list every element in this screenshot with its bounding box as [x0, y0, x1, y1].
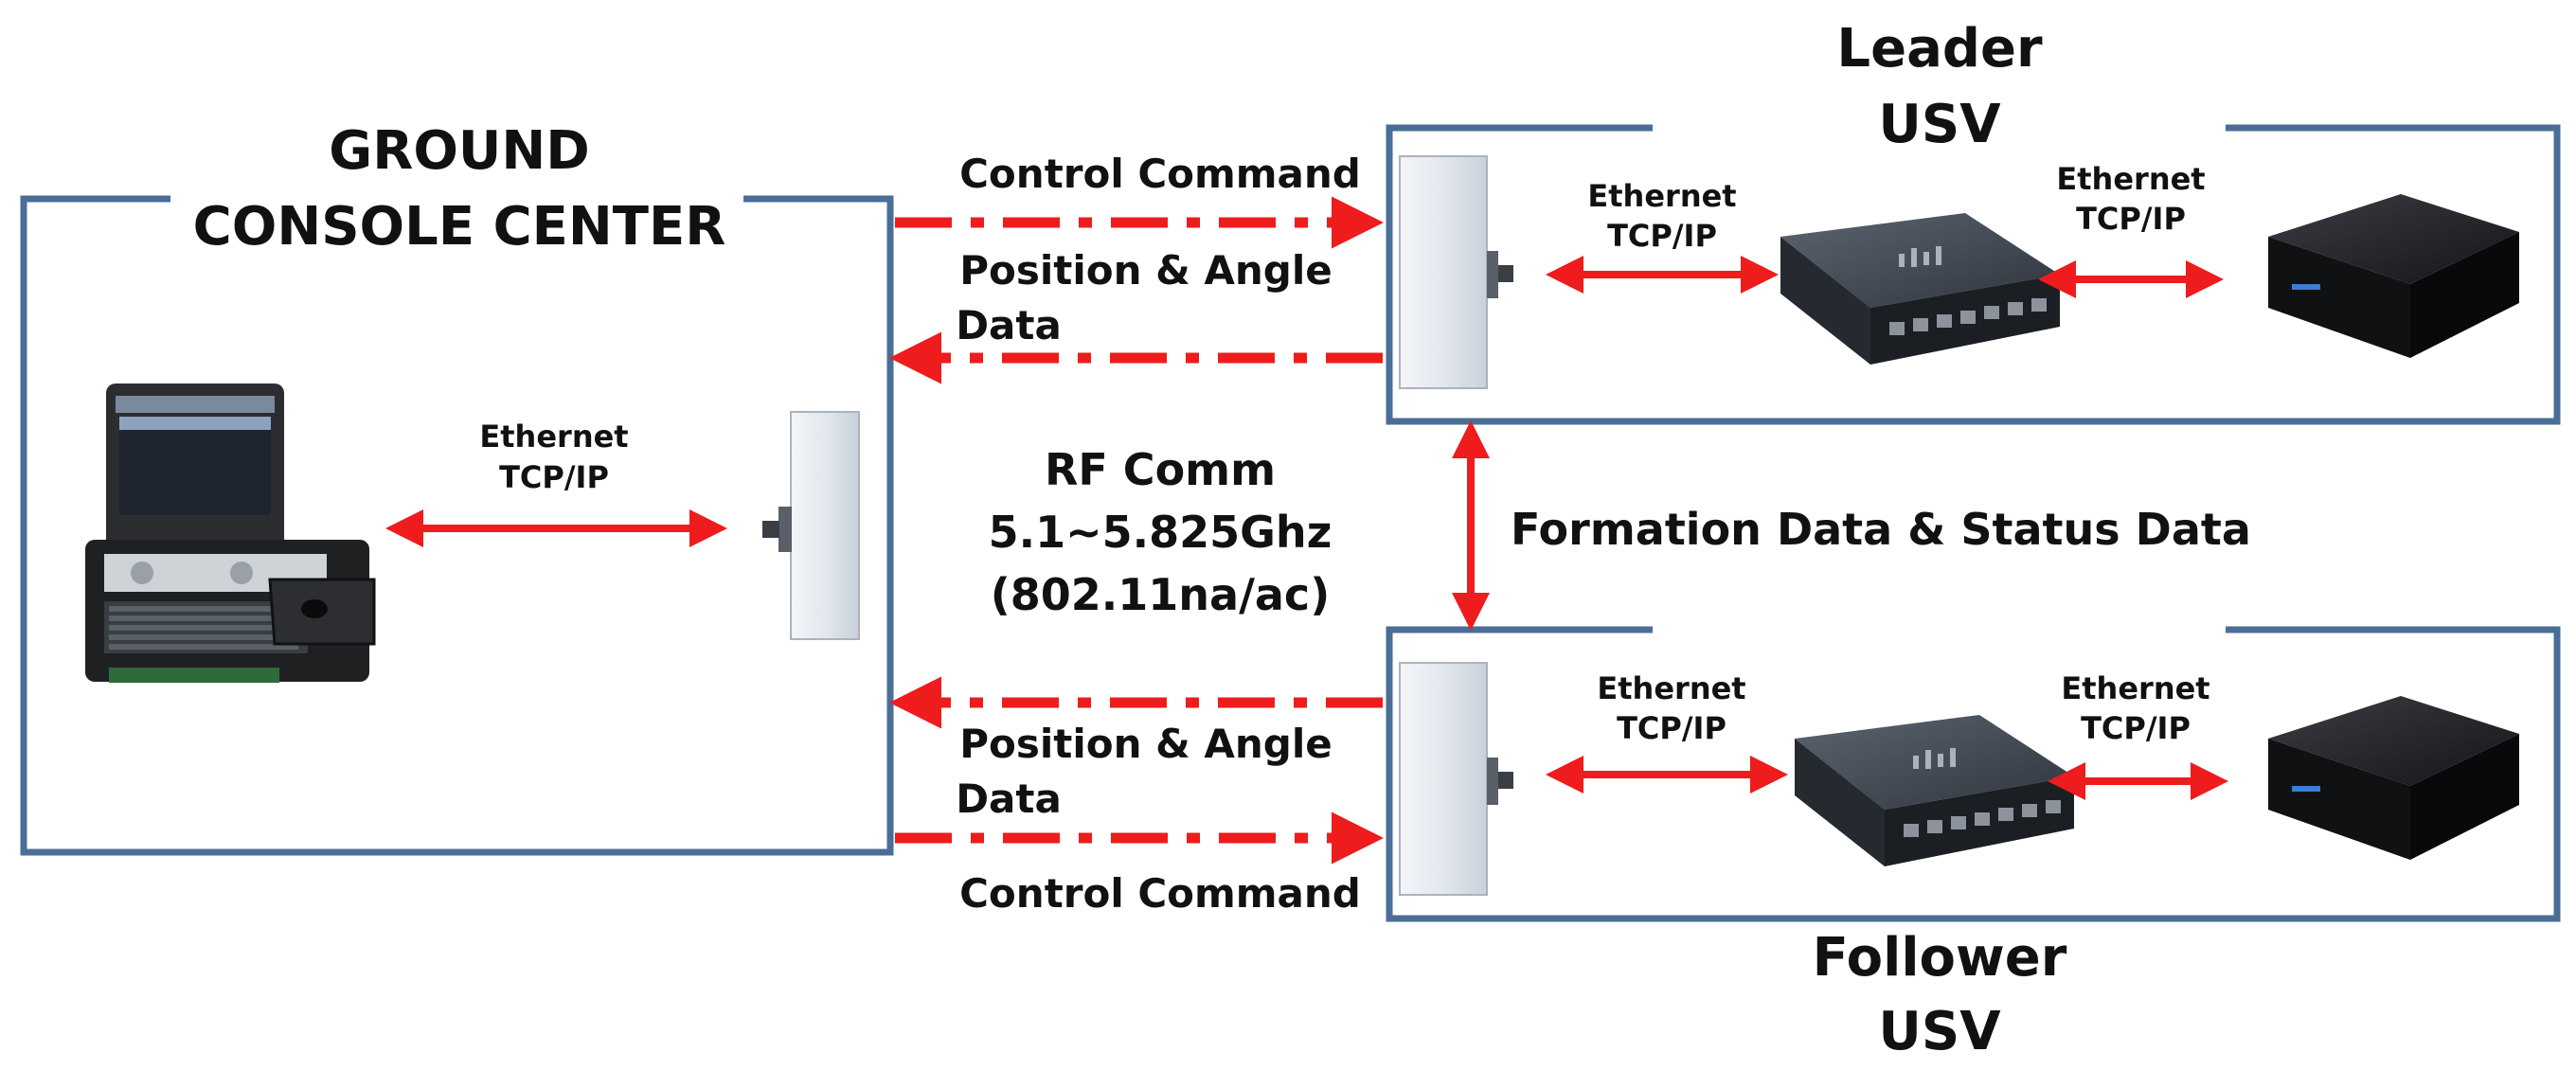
rf-comm-line1: RF Comm: [1045, 444, 1276, 495]
leader-ethernet-label-1: Ethernet: [1587, 178, 1736, 214]
mini-pc-leader-icon: [2268, 194, 2519, 358]
rf-comm-line2: 5.1~5.825Ghz: [989, 507, 1333, 558]
follower-position-label-2: Data: [956, 776, 1062, 822]
leader-position-label-2: Data: [956, 302, 1062, 348]
mini-pc-follower-icon: [2268, 696, 2519, 860]
formation-data-label: Formation Data & Status Data: [1511, 504, 2251, 555]
follower-usv-box: [1386, 626, 2561, 922]
leader-position-label-1: Position & Angle: [959, 247, 1332, 294]
ground-tcpip-label: TCP/IP: [499, 459, 609, 495]
laptop-console-icon: [85, 383, 376, 683]
follower-title-line1: Follower: [1813, 927, 2067, 989]
follower-ethernet-label-2: Ethernet: [2061, 670, 2209, 706]
follower-ethernet-label-1: Ethernet: [1597, 670, 1745, 706]
network-switch-leader-icon: [1780, 213, 2060, 365]
ground-title-line2: CONSOLE CENTER: [193, 196, 726, 258]
ground-ethernet-label: Ethernet: [479, 419, 628, 455]
wifi-antenna-ground-icon: [762, 411, 860, 640]
follower-title-line2: USV: [1878, 1001, 2001, 1062]
leader-ethernet-label-2: Ethernet: [2056, 161, 2205, 197]
rf-comm-line3: (802.11na/ac): [991, 569, 1330, 620]
wifi-antenna-follower-icon: [1399, 662, 1513, 896]
leader-tcpip-label-2: TCP/IP: [2076, 201, 2186, 237]
ground-console-box: [20, 195, 894, 856]
leader-title-line1: Leader: [1836, 18, 2043, 80]
leader-title-line2: USV: [1878, 94, 2001, 155]
network-switch-follower-icon: [1795, 715, 2074, 866]
follower-control-command-label: Control Command: [959, 870, 1361, 917]
follower-tcpip-label-2: TCP/IP: [2081, 710, 2191, 746]
follower-tcpip-label-1: TCP/IP: [1617, 710, 1726, 746]
ground-title-line1: GROUND: [329, 120, 590, 182]
leader-control-command-label: Control Command: [959, 151, 1361, 197]
follower-position-label-1: Position & Angle: [959, 721, 1332, 767]
wifi-antenna-leader-icon: [1399, 155, 1513, 389]
leader-tcpip-label-1: TCP/IP: [1607, 218, 1717, 254]
leader-usv-box: [1386, 124, 2561, 425]
